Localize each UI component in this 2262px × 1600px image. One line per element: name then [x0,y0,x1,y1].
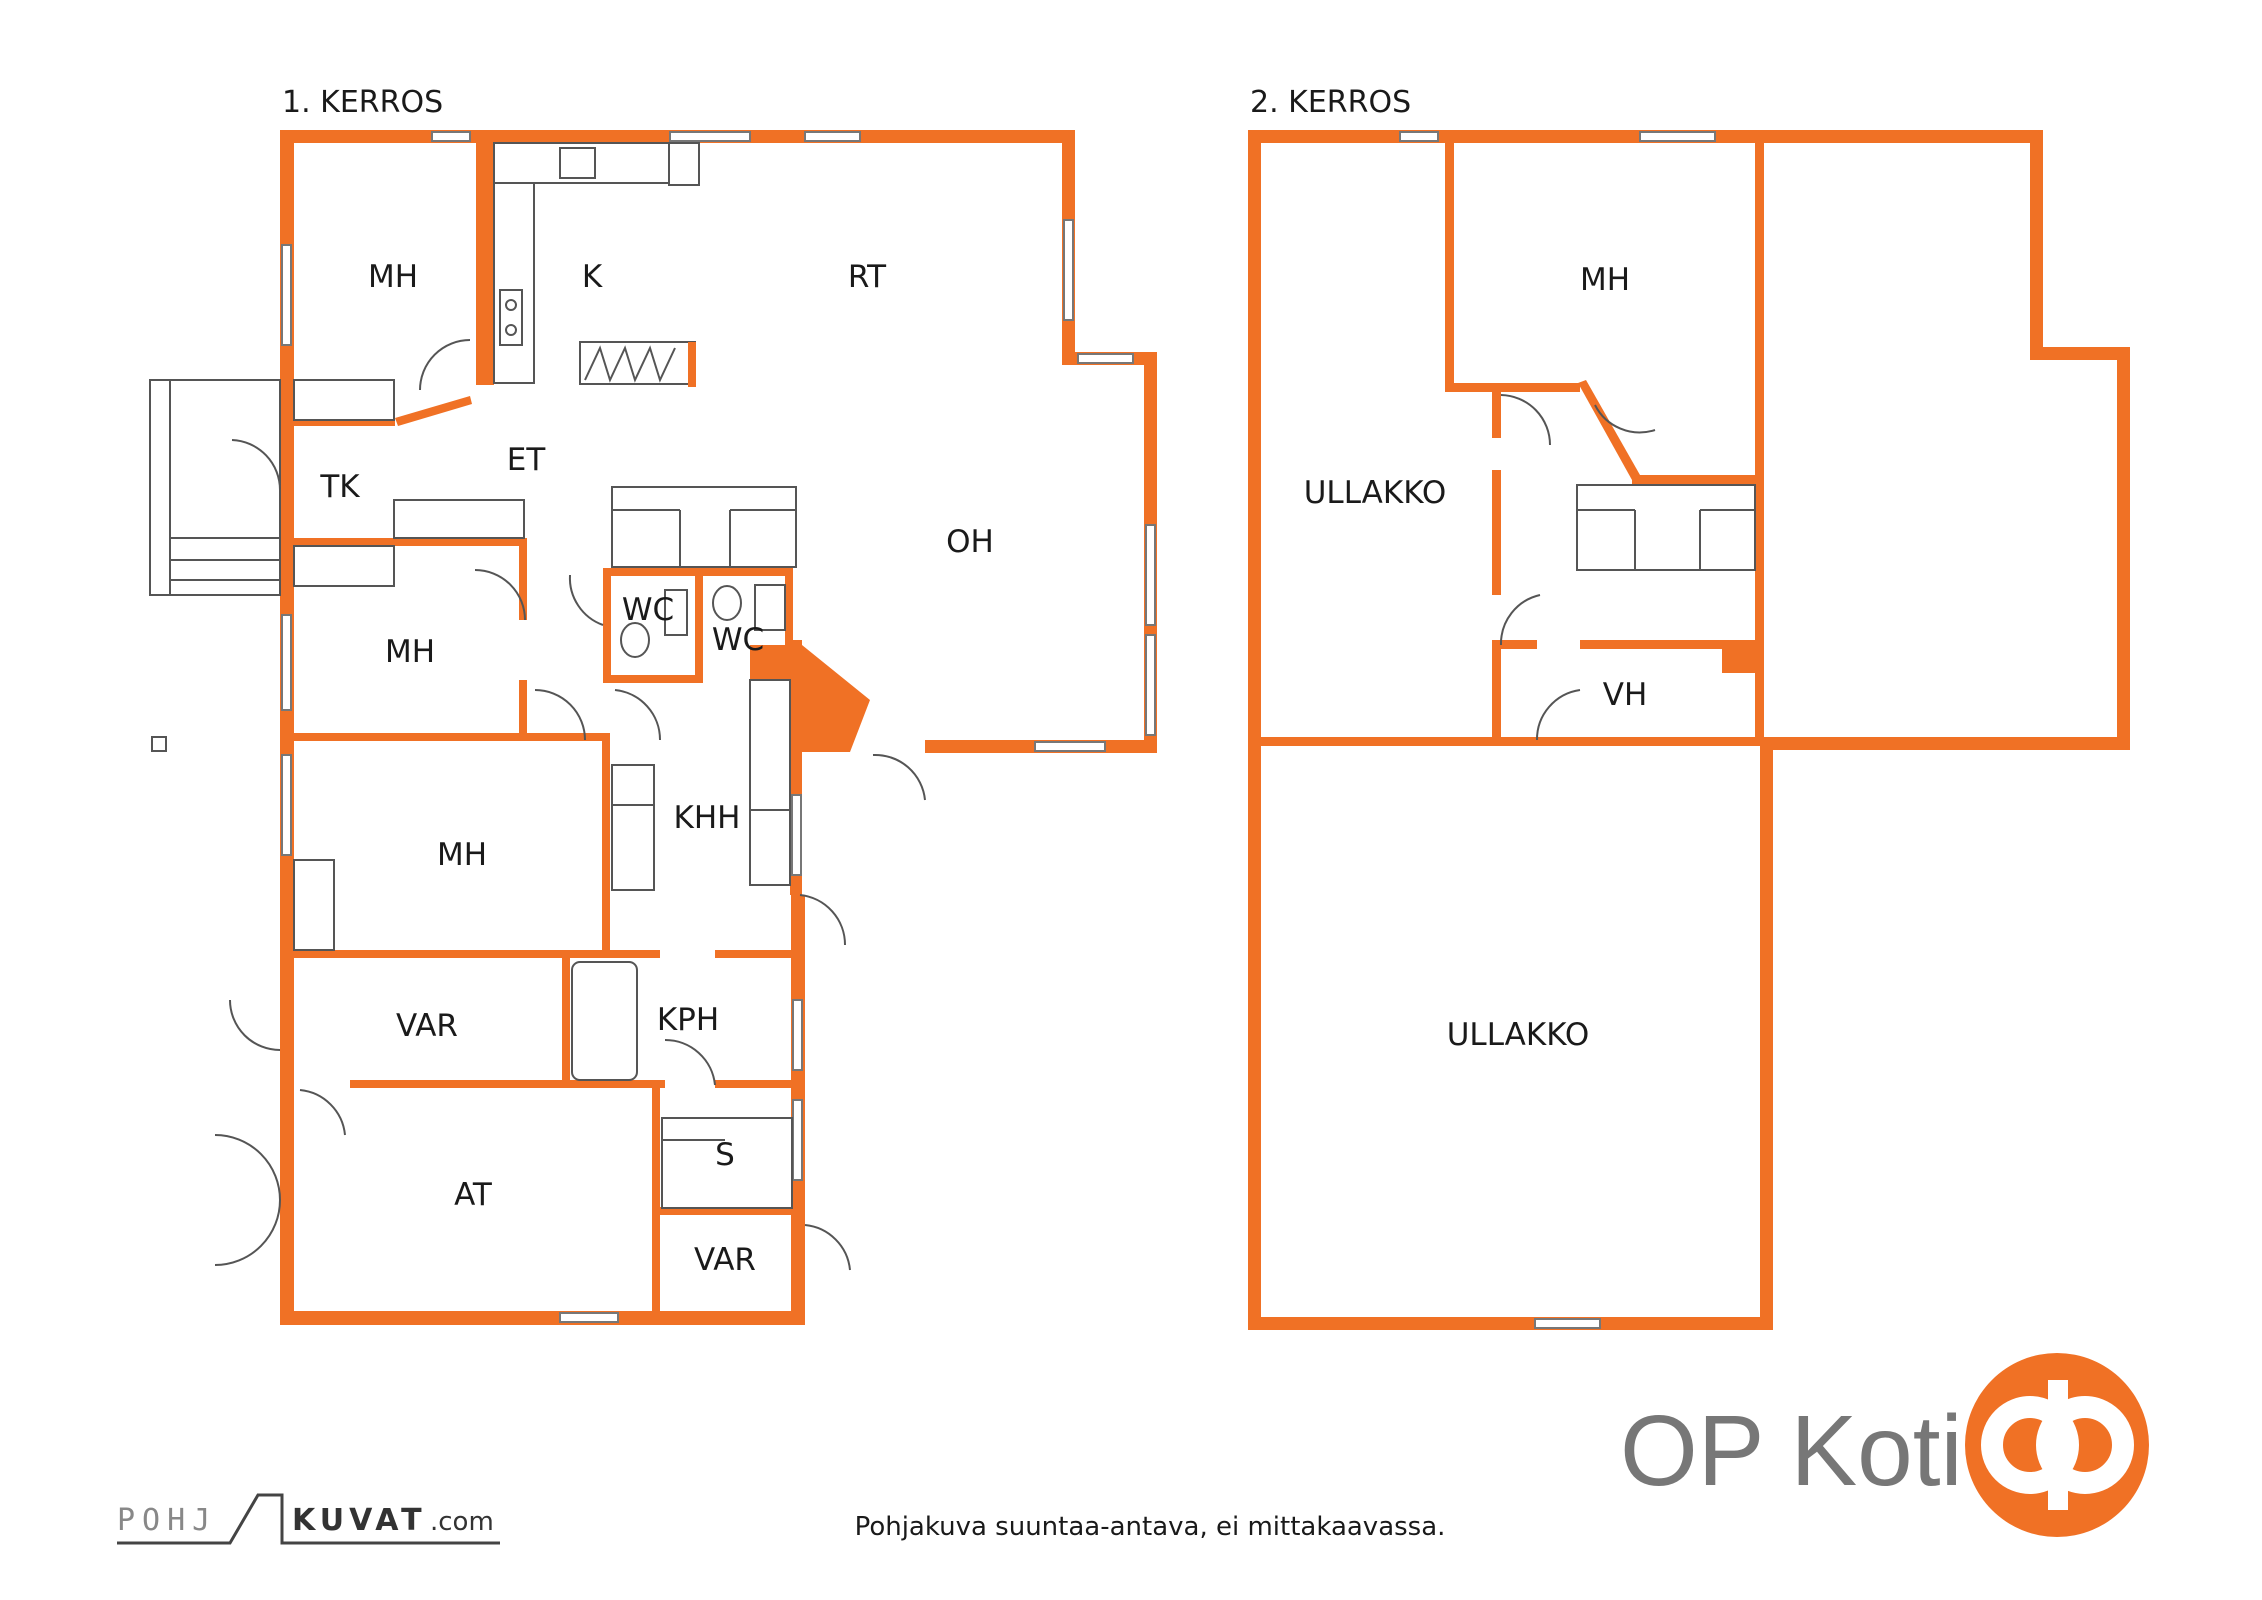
room-label: KHH [674,800,741,836]
room-label: KPH [657,1002,719,1038]
floor-2-windows [1399,131,1716,1329]
floor-1-room-labels: MH K RT ET TK MH OH WC WC MH KHH VAR KPH… [319,259,993,1278]
room-label: ULLAKKO [1447,1017,1590,1053]
floor-2-doors [1499,394,1656,741]
floor-1-plan [149,130,1157,1325]
brand-name: OP Koti [1620,1395,1963,1507]
room-label: MH [385,634,435,670]
floor-2-fixtures [1576,484,1756,571]
room-label: VH [1603,677,1648,713]
credit-left: POHJ [117,1503,217,1538]
op-logo-icon [1965,1353,2149,1537]
credit-mid: KUVAT [292,1503,427,1538]
floor-2-plan [1248,130,2130,1330]
room-label: VAR [694,1242,756,1278]
floor-1-doors [214,339,926,1271]
room-label: ET [507,442,547,478]
room-label: VAR [396,1008,458,1044]
room-label: ULLAKKO [1304,475,1447,511]
room-label: MH [1580,262,1630,298]
floor-1-fixtures [149,142,797,1209]
room-label: MH [437,837,487,873]
disclaimer-note: Pohjakuva suuntaa-antava, ei mittakaavas… [855,1512,1446,1542]
room-label: S [715,1137,735,1173]
room-label: RT [848,259,887,295]
floor-2-title: 2. KERROS [1250,85,1411,120]
room-label: WC [622,592,674,628]
room-label: OH [946,524,994,560]
room-label: K [582,259,603,295]
floor-2-walls [1248,130,2130,1330]
room-label: MH [368,259,418,295]
room-label: TK [319,469,360,505]
room-label: WC [712,622,764,658]
credit-right: .com [430,1507,494,1537]
pohjakuvat-logo: POHJ KUVAT .com [117,1493,500,1545]
room-label: AT [454,1177,493,1213]
floor-1-title: 1. KERROS [282,85,443,120]
floor-2-room-labels: MH ULLAKKO VH ULLAKKO [1304,262,1648,1053]
floor-1-windows [281,131,1156,1323]
